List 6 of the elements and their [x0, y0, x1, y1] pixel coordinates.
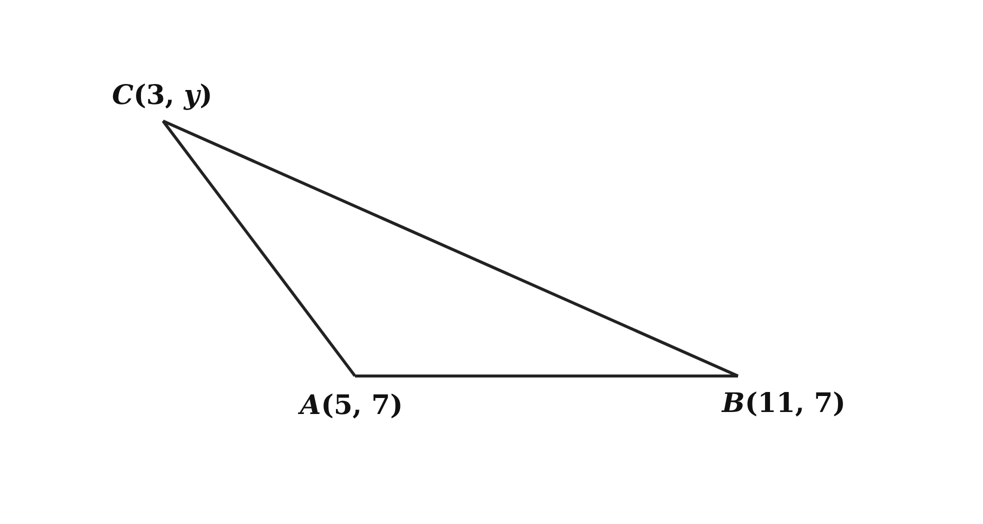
vertex-label: C(3, y) [112, 80, 214, 112]
vertex-label: A(5, 7) [300, 390, 404, 422]
triangle-side [162, 120, 356, 377]
vertex-label: B(11, 7) [722, 388, 847, 420]
triangle-side [162, 120, 739, 378]
triangle-side [355, 374, 738, 378]
